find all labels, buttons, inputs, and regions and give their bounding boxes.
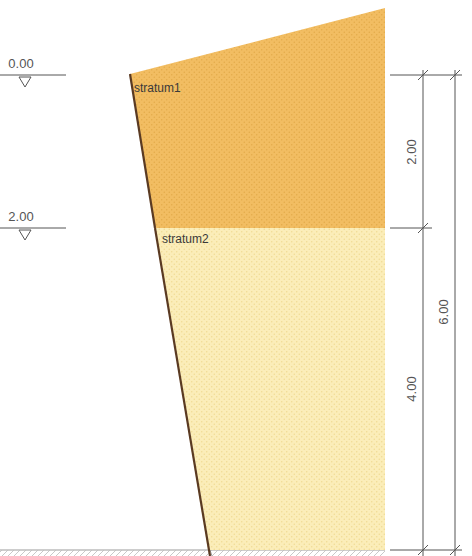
dimension-value: 2.00 — [405, 139, 418, 164]
dimension-lines — [390, 70, 462, 556]
stratum-shape — [153, 228, 386, 556]
level-value: 0.00 — [8, 57, 33, 70]
soil-stratum: stratum2 — [153, 228, 386, 551]
stratum-fill — [155, 228, 385, 550]
subsoil — [0, 550, 385, 556]
stratum-name: stratum2 — [162, 233, 209, 245]
dimension-value: 4.00 — [405, 376, 418, 401]
stratum-name: stratum1 — [134, 82, 181, 94]
dimension-value: 6.00 — [437, 299, 450, 324]
level-value: 2.00 — [8, 210, 33, 223]
wall-face — [155, 228, 210, 556]
stratum-fill — [130, 8, 385, 228]
soil-stratum: stratum1 — [128, 6, 386, 229]
stratum-shape — [128, 6, 386, 237]
wall-face — [130, 74, 155, 228]
level-marker — [0, 75, 66, 240]
